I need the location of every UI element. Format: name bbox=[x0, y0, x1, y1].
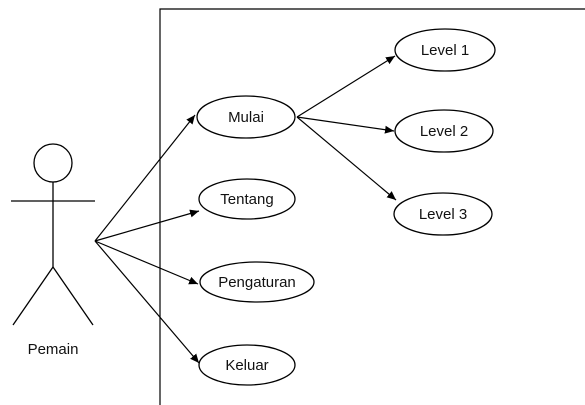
relations bbox=[94, 55, 397, 364]
use-case-label: Level 3 bbox=[419, 206, 467, 223]
use-case-label: Mulai bbox=[228, 109, 264, 126]
use-case-pengaturan: Pengaturan bbox=[199, 261, 315, 303]
actor: Pemain bbox=[11, 143, 95, 358]
edge-mulai-level2 bbox=[296, 116, 395, 134]
use-case-label: Tentang bbox=[220, 191, 273, 208]
use-case-level2: Level 2 bbox=[394, 109, 494, 153]
edge-actor-keluar bbox=[94, 240, 200, 364]
use-case-mulai: Mulai bbox=[196, 95, 296, 139]
edge-mulai-level1 bbox=[296, 55, 396, 118]
edge-actor-pengaturan bbox=[94, 240, 199, 285]
actor-label: Pemain bbox=[28, 341, 79, 358]
use-case-label: Pengaturan bbox=[218, 274, 296, 291]
stick-figure-icon bbox=[11, 143, 95, 326]
use-case-level3: Level 3 bbox=[393, 192, 493, 236]
use-case-label: Keluar bbox=[225, 357, 268, 374]
edge-actor-tentang bbox=[94, 209, 200, 242]
use-case-tentang: Tentang bbox=[198, 178, 296, 220]
edge-mulai-level3 bbox=[296, 116, 397, 201]
system-boundary bbox=[159, 8, 585, 405]
use-case-label: Level 1 bbox=[421, 42, 469, 59]
edge-actor-mulai bbox=[94, 114, 196, 242]
use-case-label: Level 2 bbox=[420, 123, 468, 140]
use-case-keluar: Keluar bbox=[198, 344, 296, 386]
use-case-level1: Level 1 bbox=[394, 28, 496, 72]
